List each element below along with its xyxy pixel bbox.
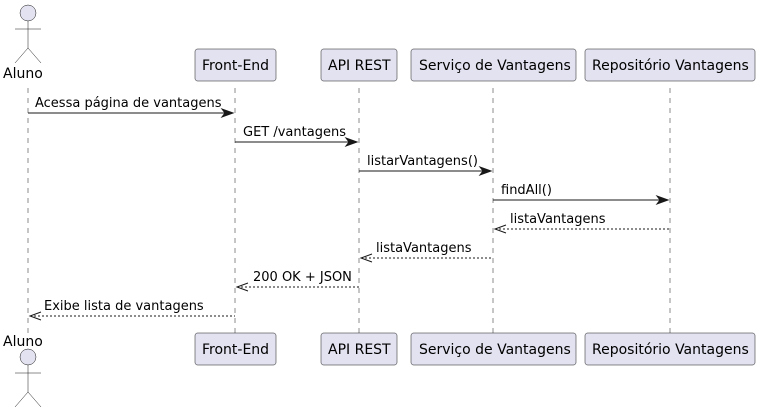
- arrow-left-icon: [235, 282, 249, 292]
- message-8: Exibe lista de vantagens: [28, 299, 235, 321]
- participant-bottom-api-label: API REST: [328, 342, 391, 358]
- actor-top-label: Aluno: [3, 66, 43, 82]
- arrow-right-icon: [655, 194, 670, 206]
- message-1: Acessa página de vantagens: [28, 96, 235, 119]
- participant-bottom-servico: [410, 332, 577, 366]
- arrow-left-icon: [28, 311, 42, 321]
- participant-top-api: [320, 48, 398, 82]
- participant-bottom-api: [320, 332, 398, 366]
- message-7: 200 OK + JSON: [235, 270, 359, 292]
- arrow-right-icon: [478, 165, 493, 177]
- actor-top-icon: [14, 4, 42, 64]
- participant-top-api-label: API REST: [328, 58, 391, 74]
- participant-top-servico: [410, 48, 577, 82]
- actor-bottom-label: Aluno: [3, 334, 43, 350]
- participant-top-servico-label: Serviço de Vantagens: [419, 58, 571, 74]
- message-1-label: Acessa página de vantagens: [35, 96, 222, 111]
- message-2-label: GET /vantagens: [243, 125, 346, 140]
- message-8-label: Exibe lista de vantagens: [44, 299, 204, 314]
- message-4-label: findAll(): [501, 183, 552, 198]
- participant-bottom-frontend-label: Front-End: [202, 342, 269, 358]
- participant-top-repo: [584, 48, 756, 82]
- message-5: listaVantagens: [493, 212, 670, 234]
- actor-bottom-icon: [14, 348, 42, 408]
- participant-bottom-repo-label: Repositório Vantagens: [592, 342, 749, 358]
- participant-bottom-servico-label: Serviço de Vantagens: [419, 342, 571, 358]
- message-6-label: listaVantagens: [376, 241, 472, 256]
- participant-bottom-repo: [584, 332, 756, 366]
- participant-bottom-frontend: [194, 332, 277, 366]
- arrow-left-icon: [359, 253, 373, 263]
- message-6: listaVantagens: [359, 241, 493, 263]
- participant-top-frontend: [194, 48, 277, 82]
- arrow-right-icon: [220, 107, 235, 119]
- message-7-label: 200 OK + JSON: [253, 270, 352, 285]
- message-2: GET /vantagens: [235, 125, 359, 148]
- message-3: listarVantagens(): [359, 154, 493, 177]
- arrow-left-icon: [493, 224, 507, 234]
- message-5-label: listaVantagens: [510, 212, 606, 227]
- participant-top-frontend-label: Front-End: [202, 58, 269, 74]
- message-4: findAll(): [493, 183, 670, 206]
- arrow-right-icon: [344, 136, 359, 148]
- participant-top-repo-label: Repositório Vantagens: [592, 58, 749, 74]
- message-3-label: listarVantagens(): [367, 154, 478, 169]
